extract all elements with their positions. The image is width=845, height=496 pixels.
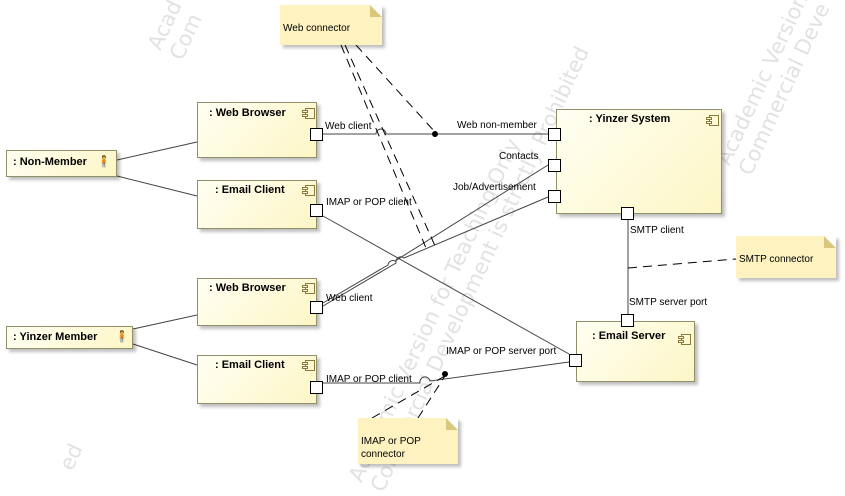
port-wb2-web-client[interactable]	[310, 301, 323, 314]
note-fold	[370, 5, 382, 17]
port-label: Web client	[326, 293, 373, 304]
note-link-smtp	[627, 258, 737, 269]
note-text-line-2: connector	[361, 449, 405, 460]
port-ys-smtp-client[interactable]	[621, 207, 634, 220]
actor-non-member[interactable]: : Non-Member 🧍	[6, 150, 117, 177]
assoc-nonmember-webbrowser[interactable]	[116, 141, 198, 161]
port-label: IMAP or POP client	[326, 197, 412, 208]
component-email-client-1[interactable]: : Email Client	[197, 180, 317, 229]
note-link-web-2	[355, 44, 436, 133]
port-ys-web-non-member[interactable]	[548, 128, 561, 141]
port-wb1-web-client[interactable]	[310, 128, 323, 141]
note-text-line-1: IMAP or POP	[361, 436, 421, 447]
component-yinzer-system[interactable]: : Yinzer System	[556, 109, 722, 214]
component-icon	[302, 108, 315, 119]
note-smtp-connector[interactable]: SMTP connector	[736, 236, 836, 278]
connector-imap-client-2[interactable]	[323, 361, 570, 384]
port-label: Contacts	[499, 151, 539, 162]
note-fold	[446, 418, 458, 430]
component-icon	[302, 185, 315, 196]
actor-non-member-title: : Non-Member	[13, 156, 87, 168]
assoc-member-webbrowser[interactable]	[132, 314, 198, 330]
note-web-connector[interactable]: Web connector	[280, 5, 382, 45]
component-email-server[interactable]: : Email Server	[576, 321, 695, 382]
note-text: Web connector	[283, 23, 351, 34]
web-junction-dot	[432, 131, 438, 137]
imap-junction-dot	[442, 371, 448, 377]
port-label: Web non-member	[457, 120, 537, 131]
actor-yinzer-member[interactable]: : Yinzer Member 🧍	[6, 326, 133, 349]
port-label: Job/Advertisement	[453, 182, 536, 193]
actor-icon: 🧍	[115, 331, 129, 343]
note-link-imap-2	[417, 375, 446, 419]
connector-web-client-2[interactable]	[322, 196, 549, 307]
component-web-browser-1[interactable]: : Web Browser	[197, 102, 317, 158]
port-label: Web client	[325, 121, 372, 132]
port-ys-contacts[interactable]	[548, 159, 561, 172]
component-title: : Web Browser	[209, 107, 286, 119]
connector-canvas	[116, 44, 737, 419]
port-label: SMTP server port	[629, 297, 708, 308]
assoc-nonmember-emailclient[interactable]	[116, 175, 198, 197]
connector-imap-client-1[interactable]	[322, 215, 570, 355]
port-ys-job-ad[interactable]	[548, 190, 561, 203]
component-title: : Email Client	[215, 184, 285, 196]
note-fold	[824, 236, 836, 248]
connector-web-client-2-contacts[interactable]	[322, 164, 549, 304]
component-title: : Email Client	[215, 359, 285, 371]
actor-yinzer-member-title: : Yinzer Member	[13, 331, 98, 343]
actor-icon: 🧍	[97, 156, 111, 168]
port-label: IMAP or POP client	[326, 374, 412, 385]
port-ec2-imap-client[interactable]	[310, 381, 323, 394]
component-title: : Yinzer System	[589, 113, 671, 125]
note-link-web-1	[344, 44, 437, 249]
assoc-member-emailclient[interactable]	[132, 343, 198, 366]
note-imap-connector[interactable]: IMAP or POP connector	[358, 418, 458, 464]
note-text: SMTP connector	[739, 254, 814, 265]
component-icon	[302, 283, 315, 294]
component-title: : Web Browser	[209, 282, 286, 294]
note-link-web-3	[340, 44, 427, 249]
port-es-imap-server[interactable]	[569, 354, 582, 367]
component-icon	[706, 115, 719, 126]
component-web-browser-2[interactable]: : Web Browser	[197, 278, 317, 326]
connector-web-nonmember[interactable]	[323, 128, 548, 135]
port-label: SMTP client	[630, 225, 684, 236]
port-label: IMAP or POP server port	[446, 346, 557, 357]
component-icon	[302, 360, 315, 371]
component-email-client-2[interactable]: : Email Client	[197, 355, 317, 404]
component-icon	[678, 334, 691, 345]
component-title: : Email Server	[592, 330, 666, 342]
port-es-smtp-server[interactable]	[621, 314, 634, 327]
port-ec1-imap-client[interactable]	[310, 204, 323, 217]
